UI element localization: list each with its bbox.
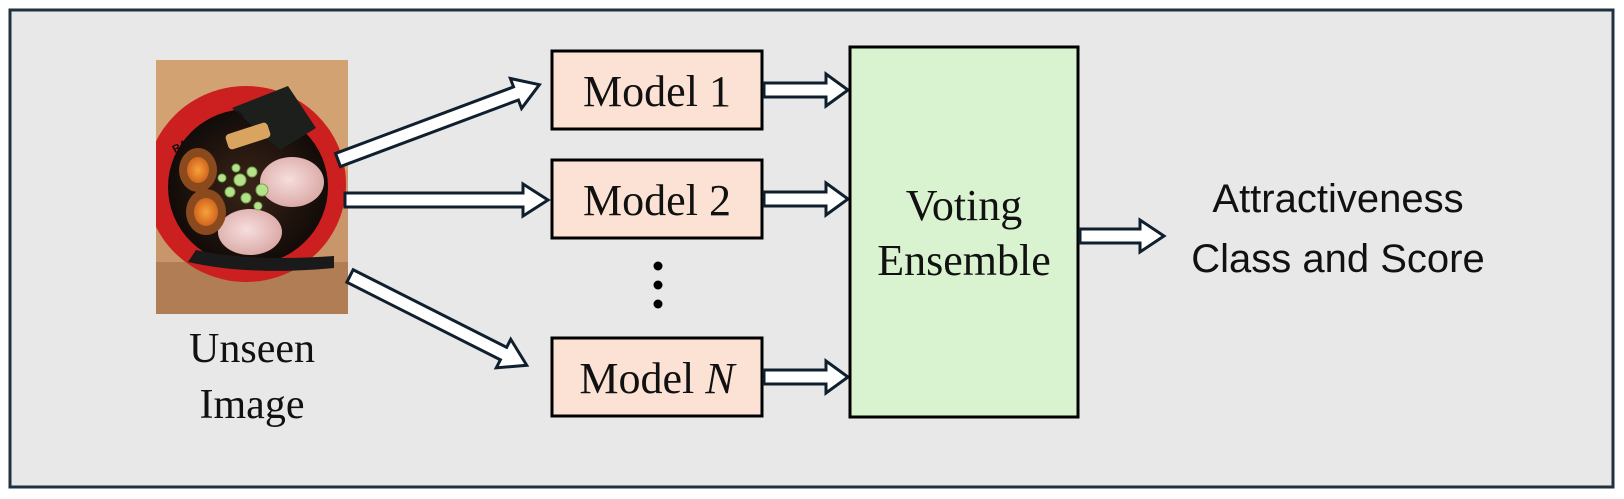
arrow-ensemble-to-output xyxy=(1078,217,1167,255)
input-label-line1: Unseen xyxy=(189,326,315,372)
model-1-label: Model 1 xyxy=(583,67,731,116)
arrow-model-2-to-ensemble xyxy=(762,180,851,218)
ensemble-label-line2: Ensemble xyxy=(877,236,1051,285)
ensemble-label-line1: Voting xyxy=(906,181,1023,230)
arrow-model-1-to-ensemble xyxy=(762,71,851,109)
arrow-image-to-model-2 xyxy=(343,181,551,219)
arrow-model-n-to-ensemble xyxy=(762,358,851,396)
voting-ensemble-box: Voting Ensemble xyxy=(848,45,1080,419)
model-2-label: Model 2 xyxy=(583,176,731,225)
output-label-line2: Class and Score xyxy=(1191,237,1484,281)
model-box-1: Model 1 xyxy=(550,49,764,131)
model-n-label: Model N xyxy=(579,354,737,403)
arrow-image-to-model-1 xyxy=(333,76,542,169)
ellipsis-dots xyxy=(653,261,663,309)
input-label-line2: Image xyxy=(200,382,305,428)
model-box-n: Model N xyxy=(550,336,764,418)
unseen-image-photo: RAMEN IROHA xyxy=(156,60,348,314)
model-box-2: Model 2 xyxy=(550,158,764,240)
arrow-image-to-model-n xyxy=(344,267,530,370)
output-label-line1: Attractiveness xyxy=(1212,177,1463,221)
